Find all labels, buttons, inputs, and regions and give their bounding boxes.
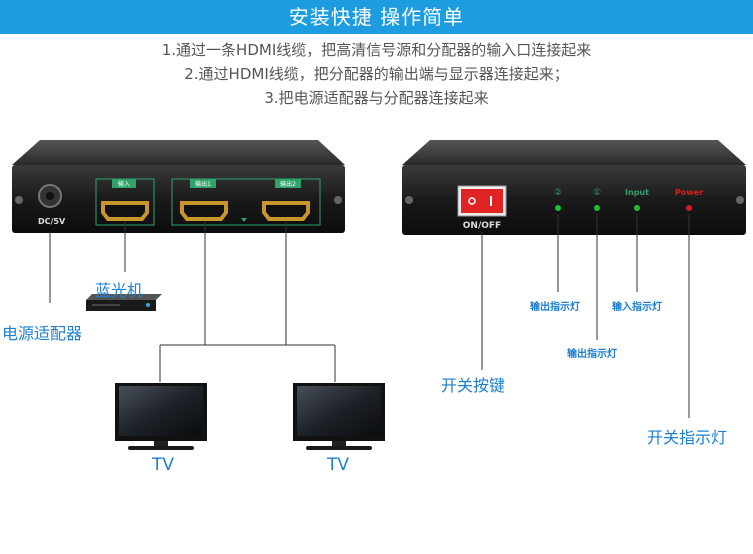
switch-button-label: 开关按键 <box>441 376 506 395</box>
instruction-steps: 1.通过一条HDMI线缆，把高清信号源和分配器的输入口连接起来 2.通过HDMI… <box>0 38 753 110</box>
bluray-label: 蓝光机 <box>95 281 144 300</box>
input-led-label: 输入指示灯 <box>612 302 662 313</box>
front-connection-lines <box>481 214 690 418</box>
step-3: 3.把电源适配器与分配器连接起来 <box>264 89 489 107</box>
tv2-label: TV <box>327 455 350 475</box>
led-label-input: Input <box>625 188 649 197</box>
tv1-label: TV <box>152 455 175 475</box>
hdmi-port-icon <box>180 201 228 221</box>
led-icon <box>555 205 561 211</box>
led-label-1: ① <box>593 188 601 198</box>
screw-icon <box>334 196 342 204</box>
led-label-2: ② <box>554 188 562 198</box>
front-device: ON/OFF ② ① Input Power <box>402 140 746 235</box>
tv-icon <box>293 383 385 450</box>
output-led-1-label: 输出指示灯 <box>567 349 617 360</box>
tv-icon <box>115 383 207 450</box>
switch-label: ON/OFF <box>463 221 501 231</box>
input-port-label: 输入 <box>118 180 130 188</box>
dc-label: DC/5V <box>38 217 66 226</box>
power-switch-icon[interactable] <box>457 185 507 217</box>
power-led-label: 开关指示灯 <box>647 428 728 447</box>
screw-icon <box>736 196 744 204</box>
rear-device: DC/5V 输入 输出1 输出2 <box>12 140 345 233</box>
hdmi-port-icon <box>262 201 310 221</box>
power-adapter-label: 电源适配器 <box>2 324 83 343</box>
led-icon <box>634 205 640 211</box>
step-2: 2.通过HDMI线缆，把分配器的输出端与显示器连接起来； <box>184 65 569 83</box>
step-1: 1.通过一条HDMI线缆，把高清信号源和分配器的输入口连接起来 <box>161 41 592 59</box>
hdmi-port-icon <box>101 201 149 221</box>
output2-port-label: 输出2 <box>280 180 296 188</box>
led-icon <box>594 205 600 211</box>
output-led-2-label: 输出指示灯 <box>530 302 580 313</box>
led-label-power: Power <box>675 188 703 197</box>
screw-icon <box>15 196 23 204</box>
banner-title: 安装快捷 操作简单 <box>0 0 753 34</box>
bluray-player-icon <box>86 294 162 311</box>
screw-icon <box>405 196 413 204</box>
dc-jack-icon <box>38 184 62 208</box>
connection-lines <box>49 222 336 382</box>
led-icon <box>686 205 692 211</box>
output1-port-label: 输出1 <box>195 180 211 188</box>
